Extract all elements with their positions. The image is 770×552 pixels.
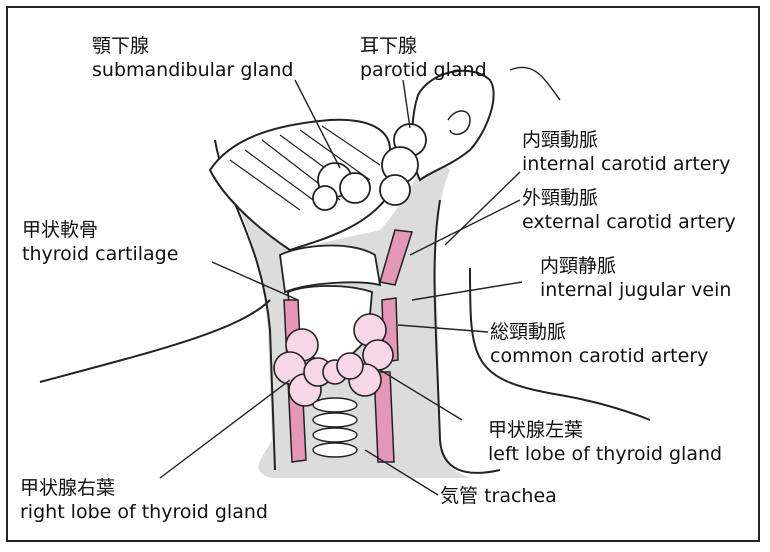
label-ja: 甲状腺右葉 [20,476,268,500]
label-en: right lobe of thyroid gland [20,500,268,524]
label-right-lobe-thyroid: 甲状腺右葉 right lobe of thyroid gland [20,476,268,524]
label-ja: 甲状軟骨 [22,218,178,242]
label-en: submandibular gland [92,58,294,82]
label-en: external carotid artery [522,210,736,234]
label-submandibular-gland: 顎下腺 submandibular gland [92,34,294,82]
label-external-carotid-artery: 外頸動脈 external carotid artery [522,186,736,234]
label-parotid-gland: 耳下腺 parotid gland [360,34,487,82]
label-ja: 顎下腺 [92,34,294,58]
label-ja: 気管 [440,485,478,507]
label-thyroid-cartilage: 甲状軟骨 thyroid cartilage [22,218,178,266]
label-en: common carotid artery [490,344,708,368]
ear [412,71,493,180]
label-en: thyroid cartilage [22,242,178,266]
label-en: internal jugular vein [540,278,731,302]
label-ja: 総頸動脈 [490,320,708,344]
label-en: internal carotid artery [522,152,731,176]
label-common-carotid-artery: 総頸動脈 common carotid artery [490,320,708,368]
label-internal-carotid-artery: 内頸動脈 internal carotid artery [522,128,731,176]
label-en: parotid gland [360,58,487,82]
label-left-lobe-thyroid: 甲状腺左葉 left lobe of thyroid gland [488,418,722,466]
label-internal-jugular-vein: 内頸静脈 internal jugular vein [540,254,731,302]
label-en: trachea [484,485,557,507]
label-ja: 耳下腺 [360,34,487,58]
label-ja: 内頸静脈 [540,254,731,278]
label-ja: 甲状腺左葉 [488,418,722,442]
label-en: left lobe of thyroid gland [488,442,722,466]
label-trachea: 気管 trachea [440,484,557,508]
shoulder-left [40,300,270,382]
label-ja: 外頸動脈 [522,186,736,210]
label-ja: 内頸動脈 [522,128,731,152]
